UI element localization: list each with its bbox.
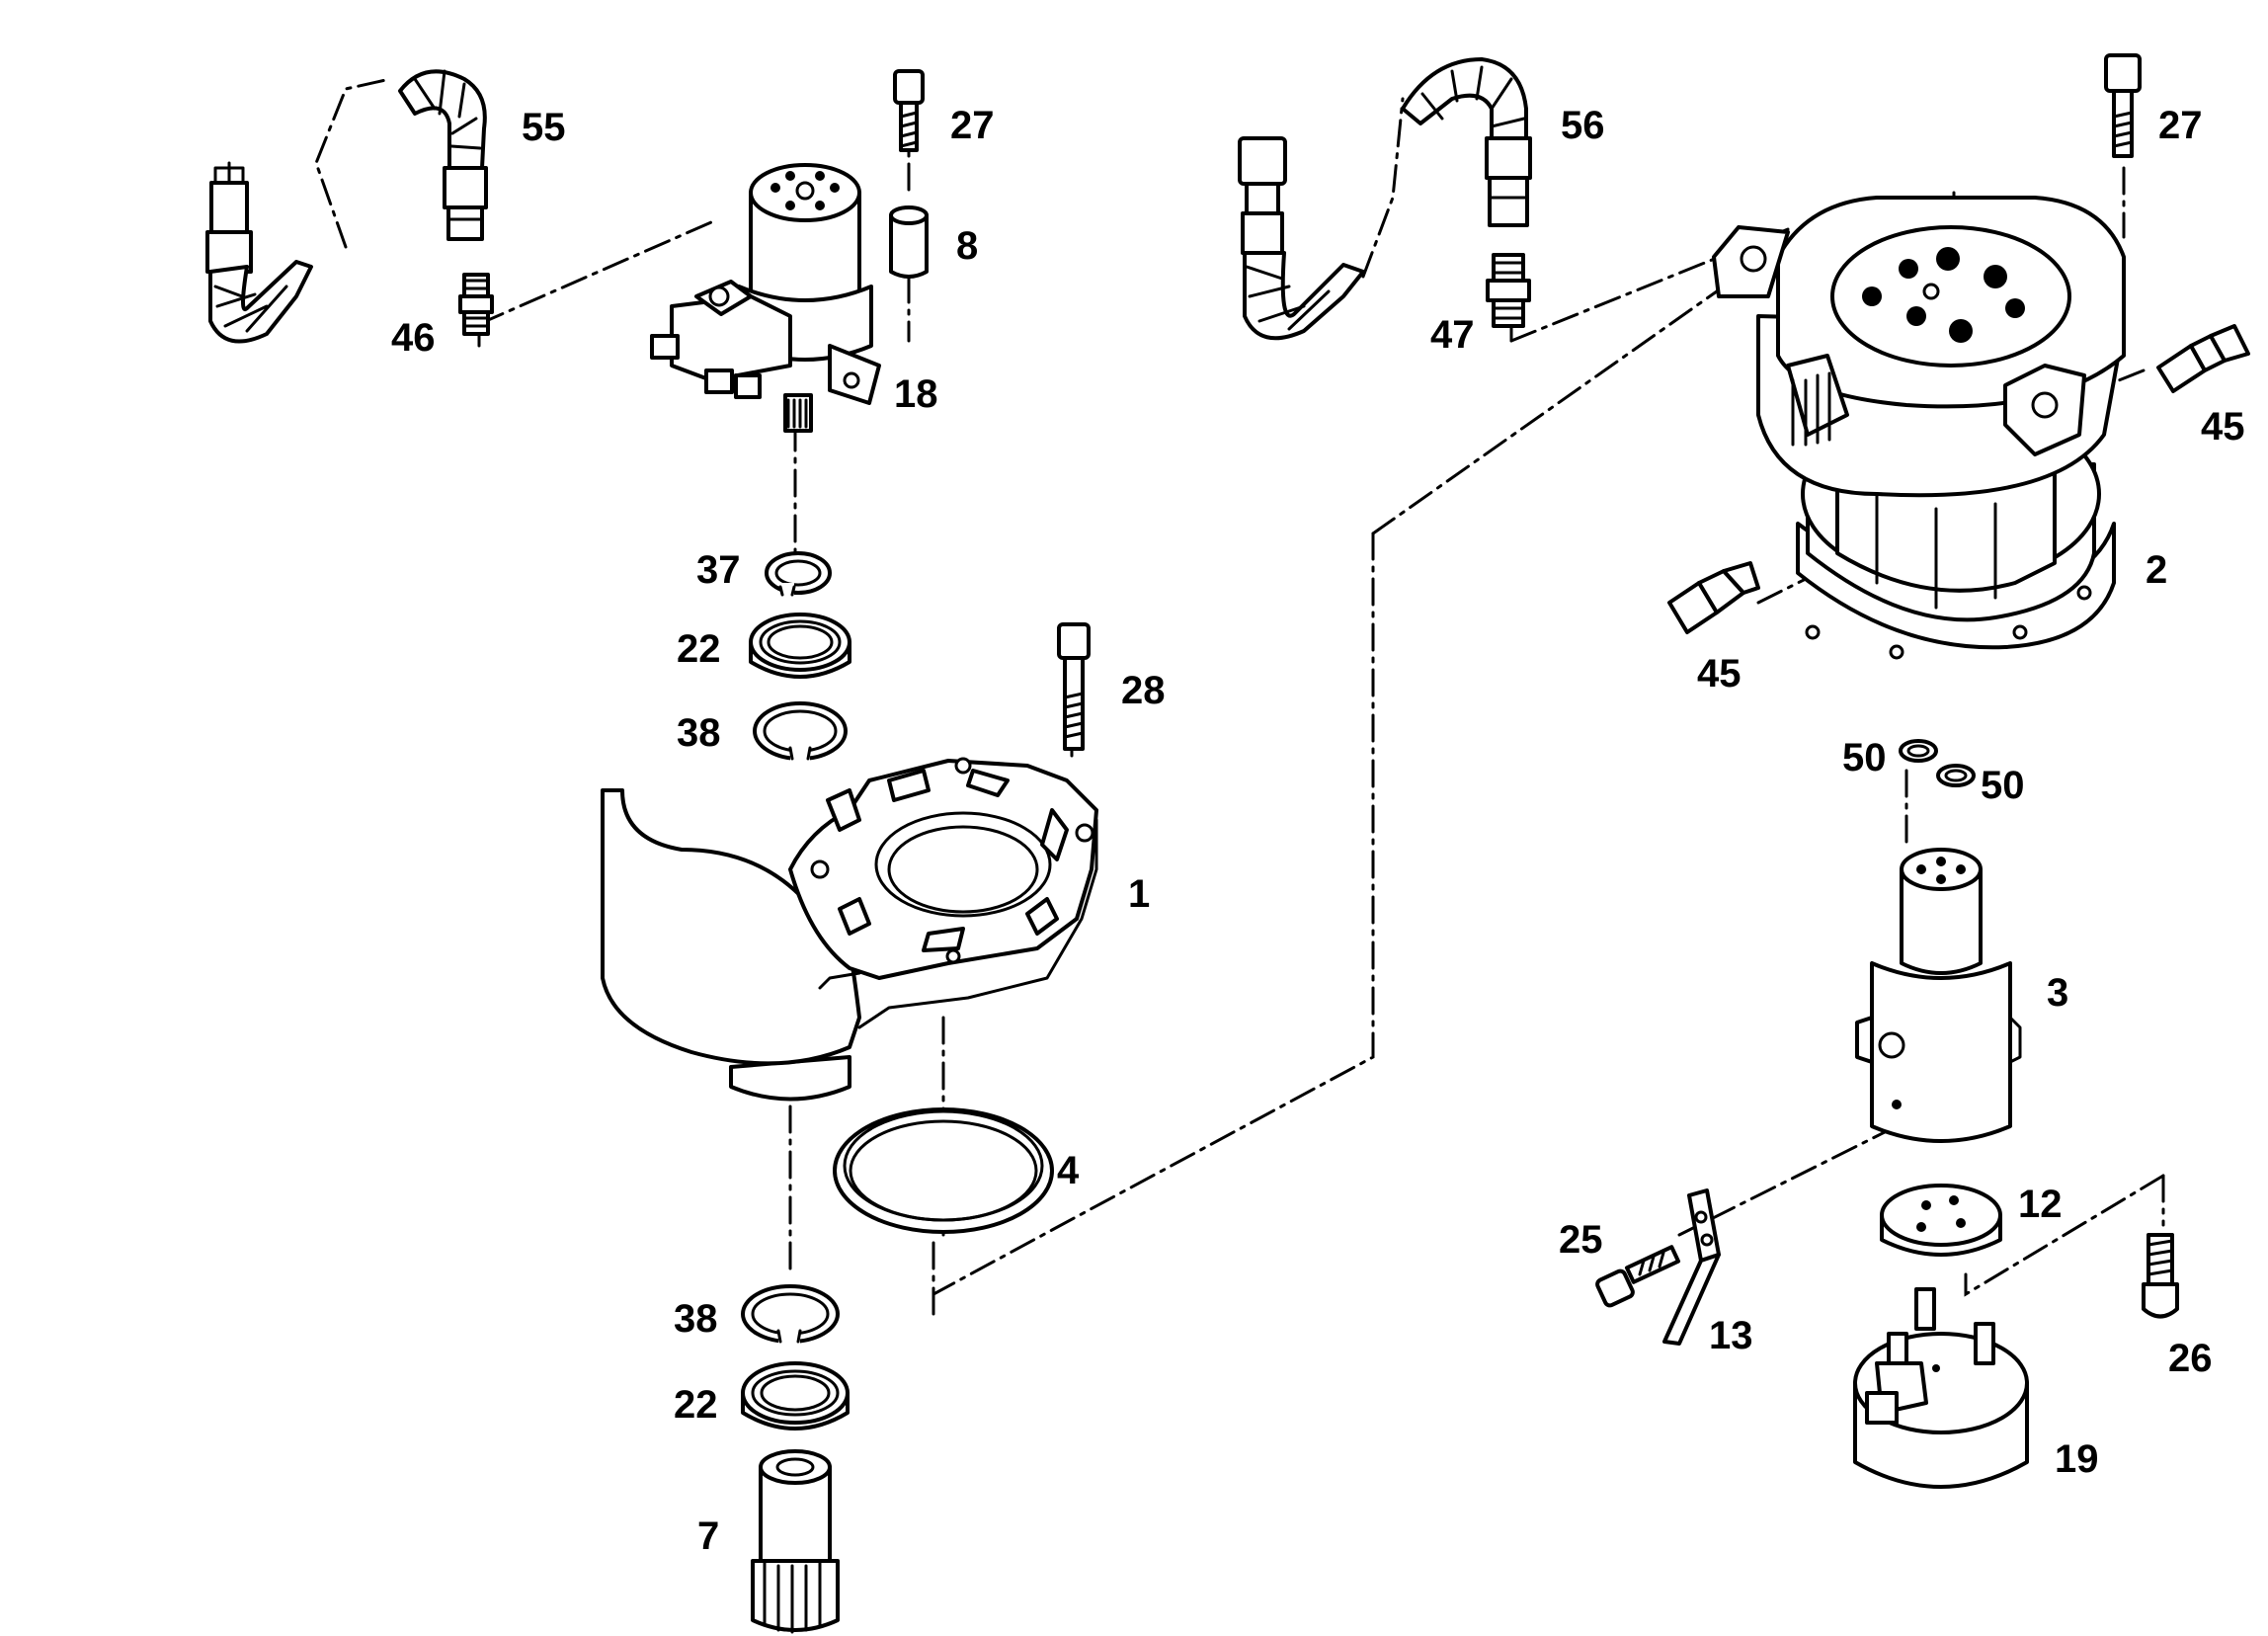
bearing-22-lower bbox=[741, 1361, 850, 1431]
label-55: 55 bbox=[522, 106, 566, 149]
label-27-right: 27 bbox=[2158, 104, 2203, 147]
plate-13 bbox=[1662, 1188, 1721, 1346]
snap-ring-38-upper bbox=[753, 701, 848, 762]
pinion-7 bbox=[751, 1449, 840, 1634]
motor-18 bbox=[650, 163, 881, 433]
screw-26 bbox=[2142, 1233, 2179, 1319]
label-4: 4 bbox=[1057, 1149, 1080, 1192]
label-7: 7 bbox=[697, 1514, 719, 1558]
housing-1 bbox=[601, 757, 1098, 1102]
part-labels: 55 46 27 8 18 37 22 38 28 1 4 38 22 7 56… bbox=[391, 104, 2245, 1558]
label-22-upper: 22 bbox=[677, 627, 721, 671]
label-37: 37 bbox=[696, 548, 741, 592]
hose-55 bbox=[205, 69, 488, 344]
plate-12 bbox=[1880, 1184, 2002, 1257]
o-rings-50 bbox=[1899, 739, 1976, 787]
label-26: 26 bbox=[2168, 1337, 2213, 1380]
label-2: 2 bbox=[2146, 548, 2167, 592]
label-25: 25 bbox=[1559, 1218, 1603, 1262]
label-19: 19 bbox=[2055, 1437, 2099, 1481]
label-13: 13 bbox=[1709, 1314, 1753, 1357]
hose-56 bbox=[1238, 57, 1532, 341]
label-50-right: 50 bbox=[1981, 764, 2025, 807]
fitting-47 bbox=[1486, 253, 1531, 328]
label-3: 3 bbox=[2047, 971, 2068, 1015]
rotary-joint-3 bbox=[1855, 848, 2022, 1143]
label-12: 12 bbox=[2018, 1183, 2063, 1226]
label-38-lower: 38 bbox=[674, 1297, 718, 1341]
label-46: 46 bbox=[391, 316, 436, 360]
bolt-25 bbox=[1595, 1245, 1681, 1308]
fitting-45-left bbox=[1667, 561, 1760, 634]
fitting-45-right bbox=[2156, 324, 2250, 393]
label-18: 18 bbox=[894, 372, 938, 416]
label-50-left: 50 bbox=[1842, 736, 1887, 779]
label-45-right: 45 bbox=[2201, 405, 2245, 449]
sensor-19 bbox=[1853, 1287, 2029, 1489]
label-1: 1 bbox=[1128, 872, 1150, 916]
label-38-upper: 38 bbox=[677, 711, 721, 755]
bolt-27-right bbox=[2104, 53, 2142, 158]
snap-ring-38-lower bbox=[741, 1284, 840, 1345]
bearing-22-upper bbox=[749, 613, 851, 679]
gearbox-2 bbox=[1712, 196, 2126, 660]
label-56: 56 bbox=[1561, 104, 1605, 147]
seal-ring-4 bbox=[833, 1107, 1054, 1234]
label-47: 47 bbox=[1430, 313, 1475, 357]
fitting-46 bbox=[458, 273, 494, 336]
label-8: 8 bbox=[956, 224, 978, 268]
label-45-left: 45 bbox=[1697, 652, 1742, 695]
label-22-lower: 22 bbox=[674, 1383, 718, 1427]
bolt-27-left bbox=[893, 69, 925, 152]
label-27-left: 27 bbox=[950, 104, 995, 147]
spacer-8 bbox=[889, 205, 929, 279]
label-28: 28 bbox=[1121, 669, 1166, 712]
bolt-28 bbox=[1057, 622, 1091, 751]
snap-ring-37 bbox=[765, 551, 832, 597]
